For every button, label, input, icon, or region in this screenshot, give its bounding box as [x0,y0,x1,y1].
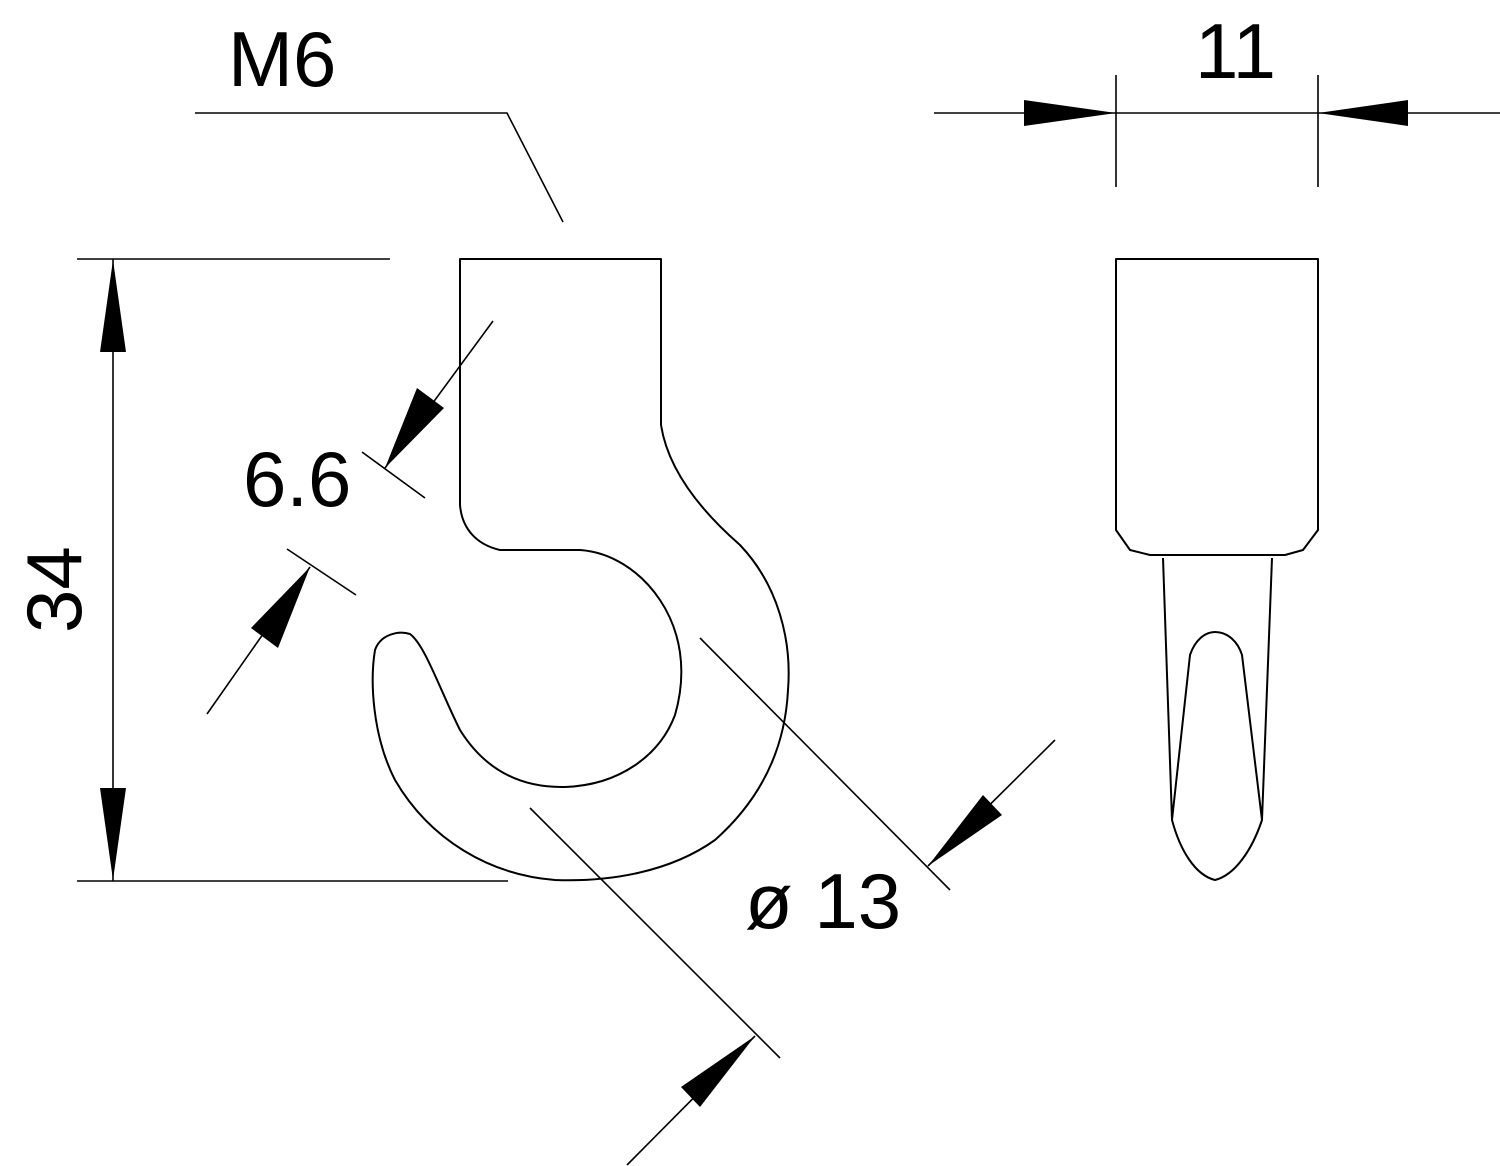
hook-front-view [371,258,790,882]
hook-side-view [1115,258,1319,881]
dimension-6-6 [206,320,494,715]
label-height-34: 34 [10,546,98,633]
leader-m6 [195,112,564,223]
dimension-11 [934,75,1500,187]
dimension-diameter-13 [529,637,1056,1166]
label-thickness-6-6: 6.6 [243,435,352,523]
label-thread-m6: M6 [228,15,337,103]
label-diameter-13: ø 13 [745,857,902,945]
dimension-34 [77,258,508,882]
label-width-11: 11 [1195,7,1276,95]
